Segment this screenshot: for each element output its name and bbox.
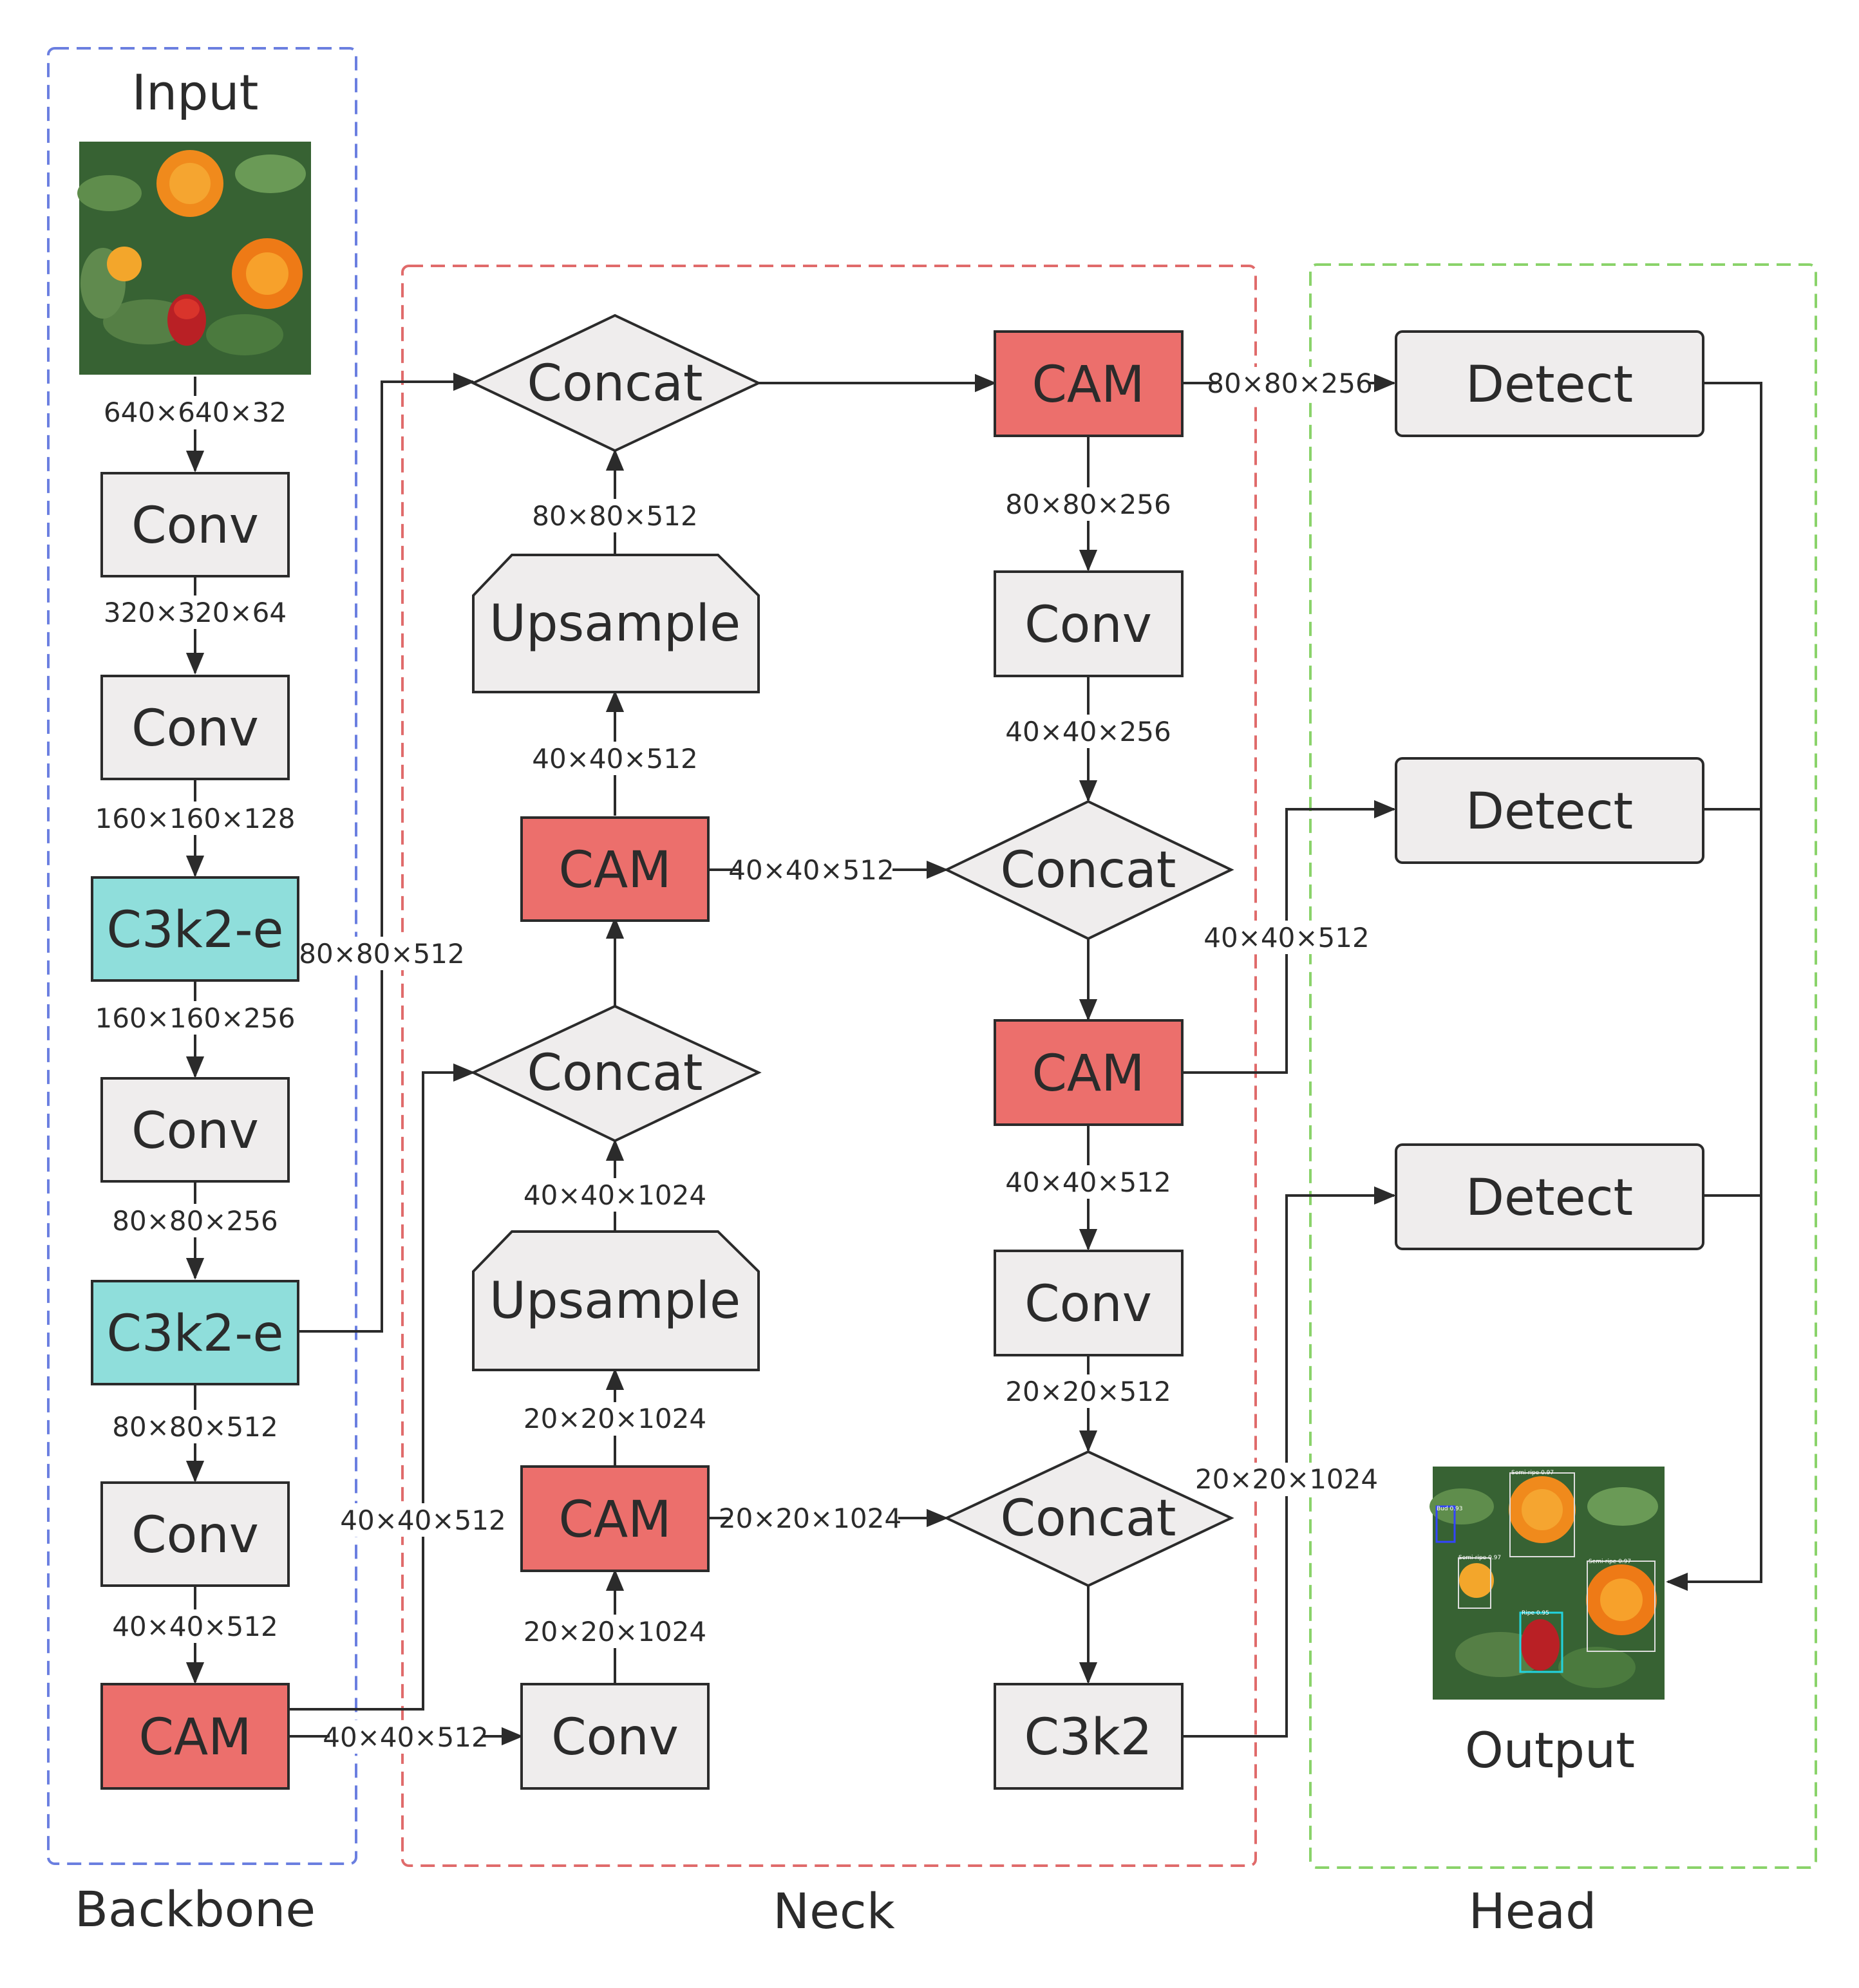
edge-label-conv-c3k2e: 160×160×128: [95, 803, 296, 834]
neck-concat-2-label: Concat: [527, 1044, 703, 1102]
detection-label-semiripe-2: Semi-ripe 0.97: [1589, 1559, 1631, 1565]
edge-label-bbcam-nconv: 40×40×512: [323, 1721, 488, 1753]
edge-label-input-conv: 640×640×32: [104, 397, 287, 428]
head-nodes: Detect Detect Detect: [1395, 330, 1704, 1250]
detection-label-semiripe-1: Semi-ripe 0.97: [1511, 1470, 1554, 1476]
edge-label-c3k2-detect3: 20×20×1024: [1195, 1463, 1378, 1495]
neck-upsample-1-label: Upsample: [489, 595, 741, 653]
neck-concat-1-label: Concat: [527, 355, 703, 413]
neck-concat-3-label: Concat: [1001, 841, 1176, 899]
detection-label-bud: Bud 0.93: [1437, 1506, 1463, 1512]
neck-conv-1-label: Conv: [551, 1709, 679, 1767]
neck-cam-4-label: CAM: [1032, 1045, 1144, 1103]
neck-cam-3-label: CAM: [1032, 356, 1144, 414]
head-detect-1: [1395, 330, 1704, 437]
neck-upsample-1: [472, 554, 760, 693]
input-image: [77, 142, 311, 375]
edge-label-c3k2e2-concat1: 80×80×512: [299, 938, 464, 970]
neck-left-nodes: Concat Upsample CAM Concat Upsample CAM …: [470, 314, 762, 1790]
backbone-conv-1-label: Conv: [131, 497, 259, 555]
edge-label-bbcam-concat2: 40×40×512: [340, 1505, 505, 1536]
neck-conv-3-label: Conv: [1024, 1275, 1152, 1333]
detection-label-ripe: Ripe 0.95: [1522, 1610, 1549, 1617]
neck-concat-4-label: Concat: [1001, 1490, 1176, 1548]
backbone-cam-label: CAM: [138, 1709, 251, 1767]
backbone-conv-2-label: Conv: [131, 700, 259, 758]
neck-conv-3: [994, 1250, 1184, 1356]
edge-label-conv-cam: 40×40×512: [112, 1611, 278, 1642]
detection-box-semiripe-1: [1509, 1472, 1575, 1557]
detection-box-semiripe-3: [1458, 1557, 1491, 1609]
edge-labels: 640×640×32 320×320×64 160×160×128 160×16…: [95, 367, 1378, 1754]
neck-cam-2-label: CAM: [558, 1491, 671, 1549]
head-detect-2-label: Detect: [1466, 783, 1633, 841]
head-label: Head: [1469, 1882, 1597, 1940]
edge-label-c3k2e2-conv: 80×80×512: [112, 1411, 278, 1443]
neck-cam-2: [520, 1465, 710, 1572]
neck-concat-1: [470, 314, 762, 453]
neck-upsample-2-label: Upsample: [489, 1272, 741, 1330]
output-image: Bud 0.93 Semi-ripe 0.97 Semi-ripe 0.97 S…: [1430, 1467, 1665, 1700]
edge-label-conv-c3k2e2: 80×80×256: [112, 1205, 278, 1237]
detection-box-ripe: [1519, 1611, 1563, 1673]
head-detect-3-label: Detect: [1466, 1169, 1633, 1227]
neck-conv-2: [994, 570, 1184, 677]
backbone-nodes: Conv Conv C3k2-e Conv C3k2-e Conv CAM: [91, 472, 299, 1790]
edge-label-cam2-up2: 20×20×1024: [524, 1403, 706, 1434]
edge-label-up2-concat2: 40×40×1024: [524, 1179, 706, 1211]
backbone-cam: [100, 1683, 290, 1790]
neck-cam-1: [520, 816, 710, 922]
output-title: Output: [1465, 1721, 1635, 1779]
head-detect-2: [1395, 757, 1704, 864]
neck-concat-2: [470, 1004, 762, 1143]
backbone-c3k2e-1: [91, 876, 299, 982]
neck-cam-3: [994, 330, 1184, 437]
edge-label-conv2-concat3: 40×40×256: [1005, 716, 1171, 747]
edge-label-cam4-detect2: 40×40×512: [1203, 922, 1369, 953]
edge-label-nconv-cam2: 20×20×1024: [524, 1616, 706, 1647]
head-detect-3: [1395, 1143, 1704, 1250]
backbone-conv-3-label: Conv: [131, 1102, 259, 1160]
backbone-c3k2e-1-label: C3k2-e: [106, 901, 283, 959]
edge-label-conv-conv: 320×320×64: [104, 597, 287, 628]
neck-upsample-2: [472, 1230, 760, 1371]
backbone-conv-4: [100, 1481, 290, 1587]
head-detect-1-label: Detect: [1466, 356, 1633, 414]
edge-label-conv3-concat4: 20×20×512: [1005, 1376, 1171, 1407]
detection-label-semiripe-3: Semi-ripe 0.97: [1458, 1555, 1501, 1561]
neck-concat-3: [943, 800, 1234, 941]
neck-label: Neck: [773, 1882, 894, 1940]
backbone-conv-2: [100, 675, 290, 780]
edge-label-cam1-up1: 40×40×512: [532, 743, 697, 774]
neck-cam-1-label: CAM: [558, 841, 671, 899]
neck-conv-1: [520, 1683, 710, 1790]
backbone-conv-4-label: Conv: [131, 1506, 259, 1564]
backbone-label: Backbone: [75, 1880, 316, 1938]
edge-label-cam3-detect1: 80×80×256: [1207, 368, 1372, 399]
head-section: [1309, 263, 1817, 1869]
neck-section: [401, 265, 1257, 1867]
edge-label-cam4-conv3: 40×40×512: [1005, 1167, 1171, 1198]
neck-cam-4: [994, 1019, 1184, 1126]
backbone-c3k2e-2-label: C3k2-e: [106, 1305, 283, 1363]
edge-label-c3k2e-conv: 160×160×256: [95, 1002, 296, 1034]
input-title: Input: [132, 64, 259, 121]
edge-label-up1-concat1: 80×80×512: [532, 500, 697, 532]
detection-box-semiripe-2: [1587, 1561, 1656, 1652]
backbone-conv-3: [100, 1077, 290, 1183]
detection-box-bud: [1435, 1505, 1456, 1543]
neck-c3k2-label: C3k2: [1024, 1709, 1153, 1767]
neck-c3k2: [994, 1683, 1184, 1790]
edge-label-cam1-concat3: 40×40×512: [728, 854, 894, 886]
edge-label-cam3-conv2: 80×80×256: [1005, 489, 1171, 520]
neck-conv-2-label: Conv: [1024, 596, 1152, 654]
backbone-c3k2e-2: [91, 1280, 299, 1385]
edge-label-cam2-concat4: 20×20×1024: [719, 1503, 901, 1534]
neck-concat-4: [943, 1450, 1234, 1588]
neck-right-nodes: CAM Conv Concat CAM Conv Concat C3k2: [943, 330, 1234, 1790]
backbone-conv-1: [100, 472, 290, 577]
